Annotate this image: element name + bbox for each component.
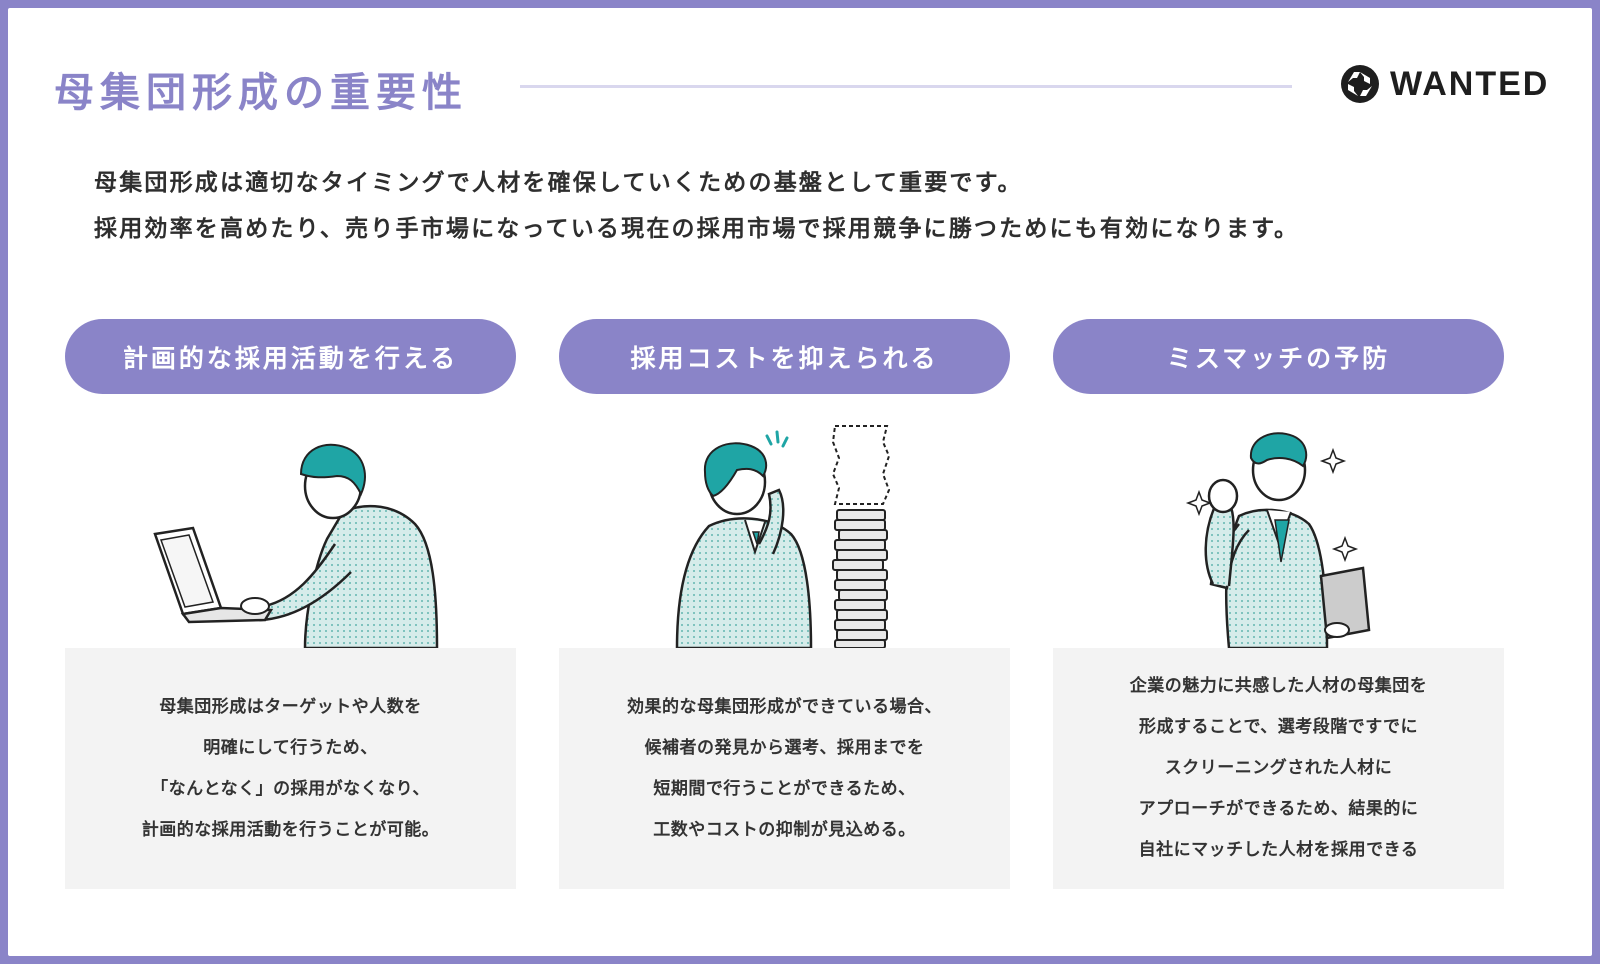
lead-line-2: 採用効率を高めたり、売り手市場になっている現在の採用市場で採用競争に勝つためにも…: [94, 216, 1300, 242]
laptop-person-icon: [153, 443, 439, 648]
benefit-description: 効果的な母集団形成ができている場合、 候補者の発見から選考、採用までを 短期間で…: [559, 648, 1010, 889]
brand-logo: WANTED: [1340, 64, 1549, 104]
page-title: 母集団形成の重要性: [54, 70, 468, 116]
benefit-description: 企業の魅力に共感した人材の母集団を 形成することで、選考段階ですでに スクリーニ…: [1053, 648, 1504, 889]
title-divider: [520, 85, 1292, 88]
person-success-illustration: [1053, 394, 1504, 648]
person-laptop-illustration: [65, 394, 516, 648]
description-line: 候補者の発見から選考、採用までを: [644, 737, 925, 758]
coin-stack-icon: [675, 425, 891, 648]
description-line: 短期間で行うことができるため、: [653, 778, 916, 799]
benefit-description: 母集団形成はターゲットや人数を 明確にして行うため、 「なんとなく」の採用がなく…: [65, 648, 516, 889]
benefit-heading: ミスマッチの予防: [1053, 319, 1504, 394]
lead-line-1: 母集団形成は適切なタイミングで人材を確保していくための基盤として重要です。: [94, 170, 1023, 196]
description-line: アプローチができるため、結果的に: [1138, 799, 1419, 819]
description-line: 「なんとなく」の採用がなくなり、: [151, 778, 430, 799]
description-line: 母集団形成はターゲットや人数を: [159, 696, 422, 717]
benefit-heading: 採用コストを抑えられる: [559, 319, 1010, 394]
brand-name: WANTED: [1390, 64, 1550, 103]
description-line: 自社にマッチした人材を採用できる: [1138, 840, 1419, 860]
benefit-column-cost: 採用コストを抑えられる: [559, 319, 1010, 889]
description-line: 工数やコストの抑制が見込める。: [653, 819, 916, 840]
description-line: 効果的な母集団形成ができている場合、: [627, 696, 942, 717]
description-line: 計画的な採用活動を行うことが可能。: [141, 819, 440, 840]
benefit-heading: 計画的な採用活動を行える: [65, 319, 516, 394]
person-coins-illustration: [559, 394, 1010, 648]
benefit-column-planned: 計画的な採用活動を行える: [65, 319, 516, 889]
slide: 母集団形成の重要性 WANTED 母集団形成は適切なタイミングで人材を確保してい…: [8, 8, 1592, 956]
description-line: スクリーニングされた人材に: [1164, 758, 1393, 778]
lead-paragraph: 母集団形成は適切なタイミングで人材を確保していくための基盤として重要です。 採用…: [94, 160, 1514, 252]
wanted-logo-icon: [1341, 65, 1379, 103]
description-line: 企業の魅力に共感した人材の母集団を: [1129, 676, 1428, 696]
benefit-column-mismatch: ミスマッチの予防: [1053, 319, 1504, 889]
success-person-icon: [1185, 432, 1371, 648]
description-line: 形成することで、選考段階ですでに: [1139, 717, 1418, 737]
description-line: 明確にして行うため、: [203, 737, 378, 758]
